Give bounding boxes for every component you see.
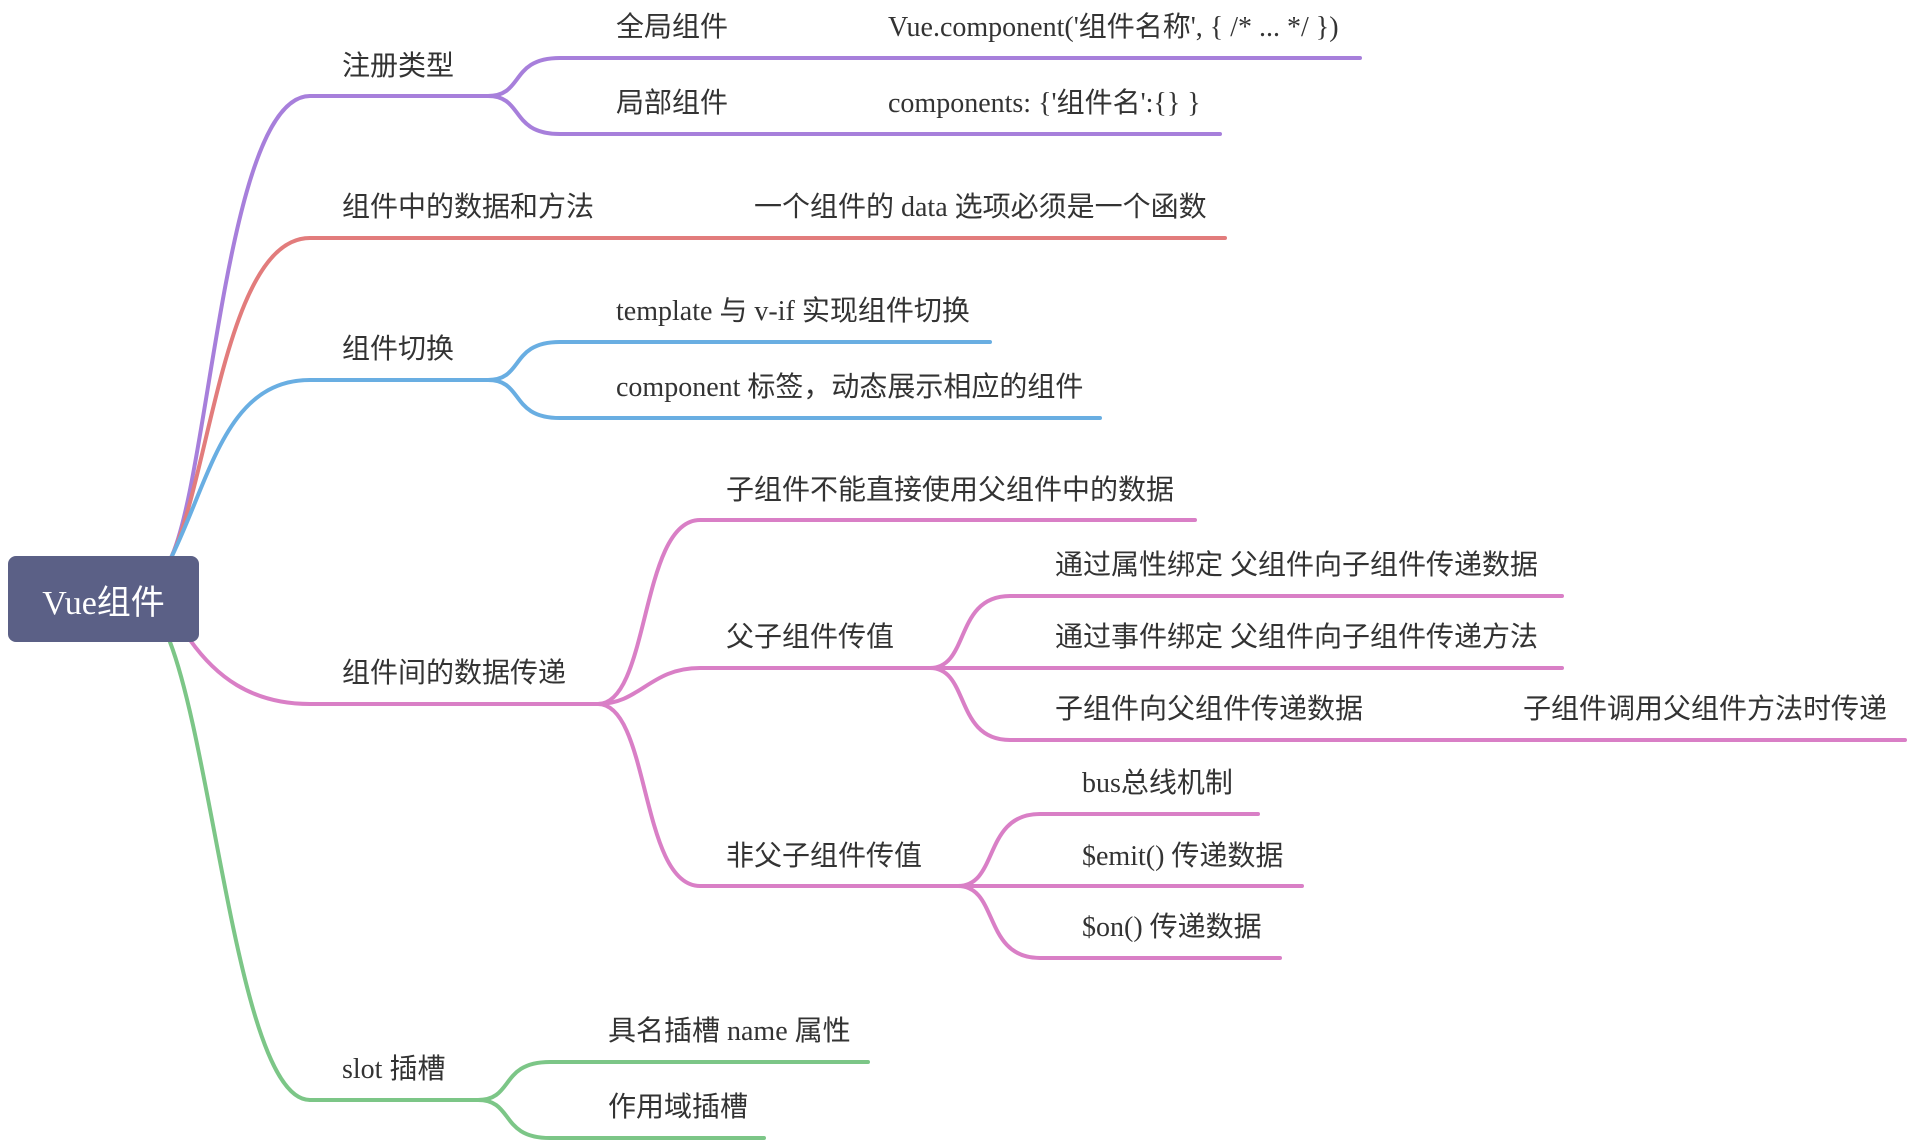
node-child-cannot-use-parent-data[interactable]: 子组件不能直接使用父组件中的数据 xyxy=(726,475,1175,506)
node-event-bus[interactable]: bus总线机制 xyxy=(1082,768,1233,799)
connector-parent-child xyxy=(596,666,932,706)
node-call-parent-method[interactable]: 子组件调用父组件方法时传递 xyxy=(1523,694,1888,725)
node-emit[interactable]: $emit() 传递数据 xyxy=(1082,841,1284,872)
node-non-parent-child-passing[interactable]: 非父子组件传值 xyxy=(726,841,923,872)
node-component-tag[interactable]: component 标签，动态展示相应的组件 xyxy=(616,372,1084,403)
connector-named-slot xyxy=(476,1060,870,1102)
node-local-component-code[interactable]: components: {'组件名':{} } xyxy=(888,88,1201,119)
node-template-v-if[interactable]: template 与 v-if 实现组件切换 xyxy=(616,296,970,327)
node-on[interactable]: $on() 传递数据 xyxy=(1082,912,1262,943)
connector-cannot-use xyxy=(596,518,1197,706)
connector-bus xyxy=(956,812,1260,888)
connector-root-data xyxy=(168,236,312,562)
connector-non-parent-child xyxy=(596,702,960,888)
connector-root-register xyxy=(168,94,312,562)
node-local-component[interactable]: 局部组件 xyxy=(616,88,729,119)
branch-slot[interactable]: slot 插槽 xyxy=(342,1054,446,1085)
connector-prop-binding xyxy=(928,594,1564,670)
node-prop-binding[interactable]: 通过属性绑定 父组件向子组件传递数据 xyxy=(1055,550,1539,581)
connector-root-passing xyxy=(188,638,312,706)
branch-component-switch[interactable]: 组件切换 xyxy=(342,334,455,365)
connector-root-switch xyxy=(168,378,312,562)
branch-data-and-methods[interactable]: 组件中的数据和方法 xyxy=(342,192,595,223)
node-parent-child-passing[interactable]: 父子组件传值 xyxy=(726,622,895,653)
branch-register-type[interactable]: 注册类型 xyxy=(342,51,455,82)
branch-data-passing[interactable]: 组件间的数据传递 xyxy=(342,658,567,689)
connector-component-tag xyxy=(486,378,1102,420)
node-global-component[interactable]: 全局组件 xyxy=(616,12,729,43)
node-data-must-be-function[interactable]: 一个组件的 data 选项必须是一个函数 xyxy=(754,192,1207,223)
node-global-component-code[interactable]: Vue.component('组件名称', { /* ... */ }) xyxy=(888,12,1339,43)
node-scoped-slot[interactable]: 作用域插槽 xyxy=(608,1092,749,1123)
connector-scoped-slot xyxy=(476,1098,766,1140)
connector-template xyxy=(486,340,992,382)
node-named-slot[interactable]: 具名插槽 name 属性 xyxy=(608,1016,851,1047)
root-node[interactable]: Vue组件 xyxy=(8,556,199,642)
connector-global xyxy=(486,56,1362,98)
connector-child-to-parent xyxy=(928,666,1907,742)
connector-on xyxy=(956,884,1282,960)
connector-local xyxy=(486,94,1222,136)
node-child-to-parent[interactable]: 子组件向父组件传递数据 xyxy=(1055,694,1364,725)
connector-root-slot xyxy=(168,640,312,1102)
node-event-binding[interactable]: 通过事件绑定 父组件向子组件传递方法 xyxy=(1055,622,1539,653)
